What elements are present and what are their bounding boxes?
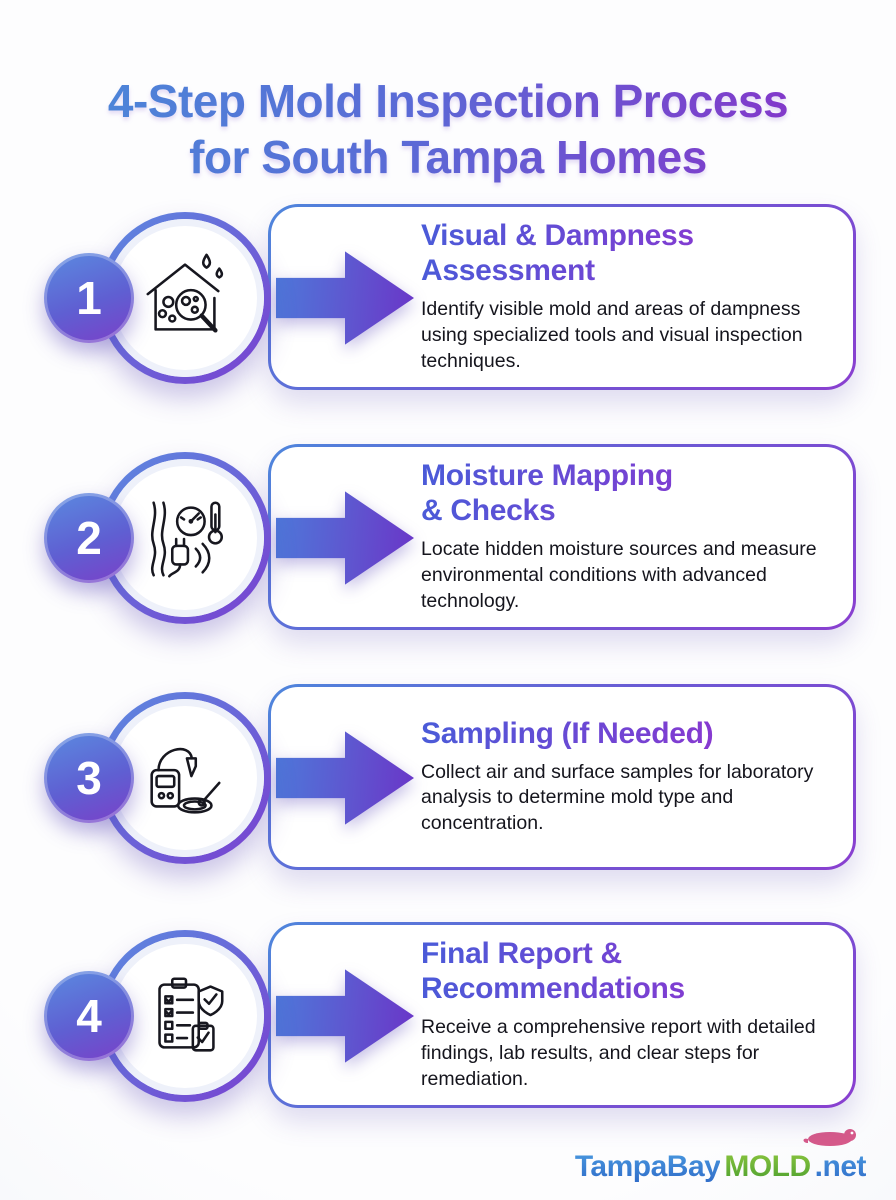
arrow-right-icon	[276, 963, 414, 1069]
step-row-4: Final Report & Recommendations Receive a…	[0, 922, 896, 1110]
step-title: Sampling (If Needed)	[421, 717, 827, 752]
mascot-graphic	[800, 1123, 860, 1154]
page-title: 4-Step Mold Inspection Process for South…	[0, 73, 896, 185]
step-icon-circle	[99, 930, 271, 1102]
step-description: Locate hidden moisture sources and measu…	[421, 537, 817, 612]
step-card-1: Visual & Dampness Assessment Identify vi…	[268, 204, 856, 390]
step-number: 2	[76, 512, 102, 564]
step-number: 1	[76, 272, 102, 324]
brand-mold-text: MOLD	[724, 1150, 811, 1183]
step-title: Final Report & Recommendations	[421, 937, 827, 1007]
arrow-right-icon	[276, 245, 414, 351]
step-description: Identify visible mold and areas of dampn…	[421, 297, 803, 372]
step-row-3: Sampling (If Needed) Collect air and sur…	[0, 684, 896, 872]
step-icon-circle	[99, 212, 271, 384]
step-card-body: Visual & Dampness Assessment Identify vi…	[271, 207, 853, 387]
step-number: 4	[76, 990, 102, 1042]
step-number-badge: 4	[44, 971, 134, 1061]
brand-net-text: .net	[814, 1150, 867, 1183]
step-title: Visual & Dampness Assessment	[421, 219, 827, 289]
report-checklist-icon	[136, 967, 234, 1065]
step-card-2: Moisture Mapping & Checks Locate hidden …	[268, 444, 856, 630]
house-mold-magnifier-icon	[136, 249, 234, 347]
step-row-2: Moisture Mapping & Checks Locate hidden …	[0, 444, 896, 632]
step-title: Moisture Mapping & Checks	[421, 459, 827, 529]
step-card-body: Sampling (If Needed) Collect air and sur…	[271, 687, 853, 867]
step-row-1: Visual & Dampness Assessment Identify vi…	[0, 204, 896, 392]
moisture-meter-icon	[136, 489, 234, 587]
step-description: Collect air and surface samples for labo…	[421, 760, 814, 835]
brand-tampabay-text: TampaBay	[574, 1150, 721, 1183]
arrow-right-icon	[276, 725, 414, 831]
step-description: Receive a comprehensive report with deta…	[421, 1015, 816, 1090]
step-number: 3	[76, 752, 102, 804]
step-number-badge: 2	[44, 493, 134, 583]
arrow-right-icon	[276, 485, 414, 591]
air-sampling-pump-icon	[136, 729, 234, 827]
step-number-badge: 1	[44, 253, 134, 343]
step-number-badge: 3	[44, 733, 134, 823]
